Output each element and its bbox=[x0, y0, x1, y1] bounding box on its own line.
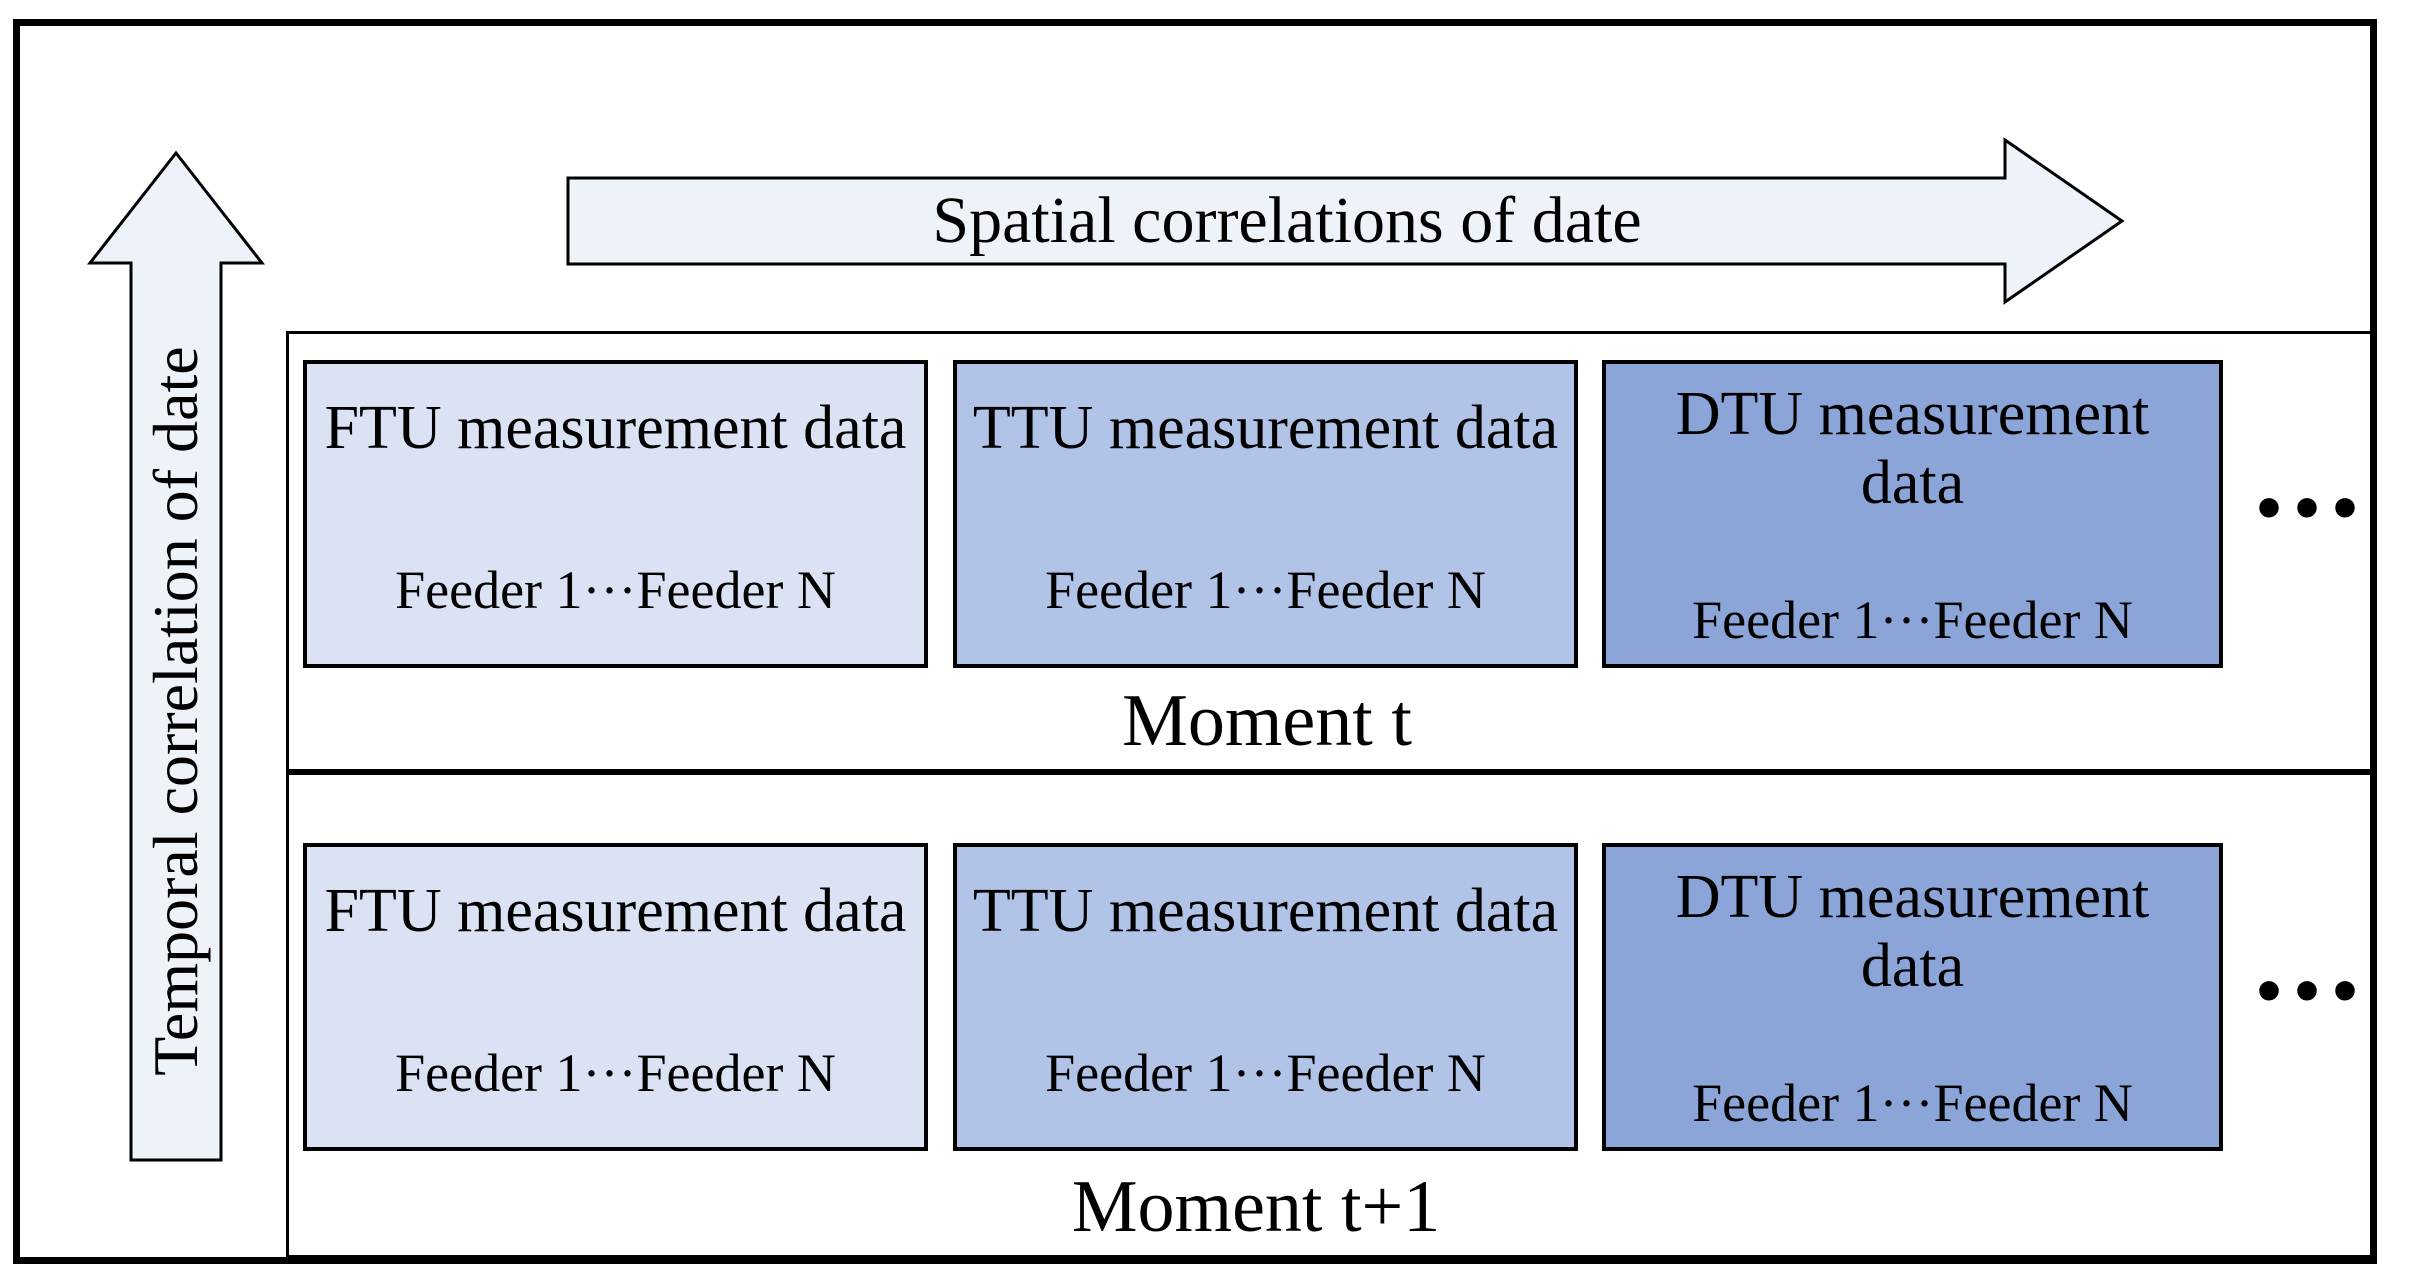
ftu-box-moment-t: FTU measurement data Feeder 1···Feeder N bbox=[303, 360, 928, 668]
moment-t1-panel bbox=[286, 772, 2374, 1258]
ttu-box-moment-t: TTU measurement data Feeder 1···Feeder N bbox=[953, 360, 1578, 668]
box-title: TTU measurement data bbox=[972, 877, 1559, 945]
moment-t-label: Moment t bbox=[1122, 680, 1412, 762]
ftu-box-moment-t1: FTU measurement data Feeder 1···Feeder N bbox=[303, 843, 928, 1151]
box-title: DTU measurement data bbox=[1675, 380, 2150, 518]
horizontal-arrow-shape bbox=[566, 137, 2125, 305]
vertical-arrow-label: Temporal correlation of date bbox=[140, 346, 211, 1076]
box-feeders: Feeder 1···Feeder N bbox=[1045, 1042, 1486, 1103]
box-title: FTU measurement data bbox=[324, 877, 907, 945]
dtu-box-moment-t1: DTU measurement data Feeder 1···Feeder N bbox=[1602, 843, 2223, 1151]
box-feeders: Feeder 1···Feeder N bbox=[395, 1042, 836, 1103]
box-feeders: Feeder 1···Feeder N bbox=[1045, 559, 1486, 620]
box-title: FTU measurement data bbox=[324, 394, 907, 462]
dtu-box-moment-t: DTU measurement data Feeder 1···Feeder N bbox=[1602, 360, 2223, 668]
box-feeders: Feeder 1···Feeder N bbox=[1692, 589, 2133, 650]
moment-t-panel bbox=[286, 331, 2374, 772]
box-feeders: Feeder 1···Feeder N bbox=[1692, 1072, 2133, 1133]
vertical-arrow-shape bbox=[86, 150, 266, 1162]
ttu-box-moment-t1: TTU measurement data Feeder 1···Feeder N bbox=[953, 843, 1578, 1151]
box-feeders: Feeder 1···Feeder N bbox=[395, 559, 836, 620]
row-ellipsis-moment-t1: ... bbox=[2254, 892, 2368, 1025]
horizontal-arrow-label: Spatial correlations of date bbox=[932, 184, 1642, 257]
box-title: DTU measurement data bbox=[1675, 863, 2150, 1001]
row-ellipsis-moment-t: ... bbox=[2254, 409, 2368, 542]
box-title: TTU measurement data bbox=[972, 394, 1559, 462]
moment-t1-label: Moment t+1 bbox=[1071, 1166, 1441, 1248]
